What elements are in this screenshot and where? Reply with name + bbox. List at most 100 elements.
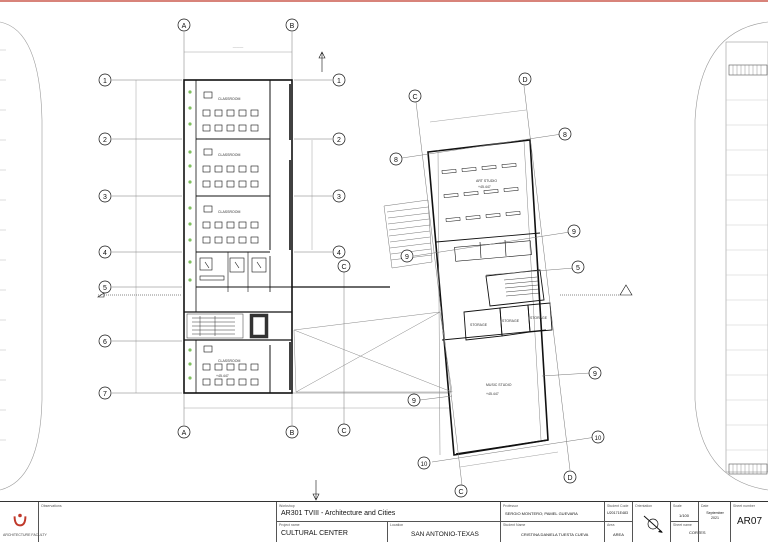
section-arrow-bottom	[312, 480, 320, 501]
location-value: SAN ANTONIO-TEXAS	[411, 531, 479, 538]
section-arrow-top	[318, 51, 326, 72]
project-value: CULTURAL CENTER	[281, 530, 348, 537]
room-label: STORAGE	[502, 319, 520, 323]
desk-rows	[202, 91, 259, 386]
code-label: Student Code	[607, 504, 629, 508]
right-frame-curve	[694, 21, 768, 491]
date-cell: Date September 2021	[698, 502, 730, 542]
grid-label: 9	[593, 371, 597, 378]
right-frame-panel	[725, 41, 768, 473]
professor-label: Professor	[503, 504, 518, 508]
rotated-grid-lines	[401, 85, 597, 486]
grid-label: 5	[103, 285, 107, 292]
grid-label: 9	[412, 398, 416, 405]
title-block: ARCHITECTURE FACULTY Observations Worksh…	[0, 501, 768, 542]
orientation-cell: Orientation	[632, 502, 670, 542]
classroom-block	[183, 79, 390, 394]
workshop-cell: Workshop AR301 TVIII - Architecture and …	[276, 502, 500, 542]
faculty-label: ARCHITECTURE FACULTY	[3, 533, 47, 537]
level-mark: +45.447	[216, 374, 229, 378]
date-label: Date	[701, 504, 709, 508]
grid-lines	[112, 32, 455, 425]
workshop-value: AR301 TVIII - Architecture and Cities	[281, 510, 396, 517]
rotated-wing	[427, 139, 553, 456]
left-frame-ticks	[0, 49, 6, 441]
observations-label: Observations	[41, 504, 62, 508]
professor-cell: Professor SERGIO MONTERO; PAMEL GUEVARA …	[500, 502, 604, 542]
student-value: CRISTINA DANIELA TUESTA CUEVA	[521, 532, 589, 537]
grid-bubbles	[98, 18, 605, 498]
room-label: STORAGE	[530, 316, 548, 320]
grid-label: 2	[103, 137, 107, 144]
sheet-name-label: Sheet name	[673, 523, 692, 527]
left-frame-curve	[0, 21, 43, 491]
grid-label: D	[522, 77, 527, 84]
grid-label: 10	[595, 436, 602, 442]
area-label: Area	[607, 523, 615, 527]
project-label: Project name	[279, 523, 300, 527]
grid-label: 4	[103, 250, 107, 257]
grid-label: 2	[337, 137, 341, 144]
stair-left	[186, 313, 269, 339]
logo-cell: ARCHITECTURE FACULTY	[0, 502, 47, 542]
scale-label: Scale	[673, 504, 682, 508]
sheet-number-cell: Sheet number AR07	[730, 502, 768, 542]
grid-label: C	[458, 489, 463, 496]
university-logo-icon	[13, 513, 27, 527]
observations-cell: Observations	[38, 502, 276, 542]
grid-label: 9	[572, 229, 576, 236]
right-frame-rows	[726, 99, 768, 451]
svg-text:———: ———	[233, 45, 244, 49]
grid-label: 5	[576, 265, 580, 272]
grid-label: B	[290, 430, 295, 437]
room-labels: CLASSROOM CLASSROOM CLASSROOM CLASSROOM …	[216, 97, 548, 396]
room-label: MUSIC STUDIO	[486, 383, 512, 387]
level-mark: +45.447	[486, 392, 499, 396]
grid-label: 1	[103, 78, 107, 85]
room-label: CLASSROOM	[218, 359, 240, 363]
grid-label: 1	[337, 78, 341, 85]
grid-label: 6	[103, 339, 107, 346]
room-label: STORAGE	[470, 323, 488, 327]
grid-label: B	[290, 23, 295, 30]
room-label: CLASSROOM	[218, 97, 240, 101]
grid-label: 10	[421, 462, 428, 468]
date-value: September 2021	[706, 511, 724, 520]
scale-value: 1/100	[679, 513, 690, 518]
room-label: CLASSROOM	[218, 210, 240, 214]
room-label: ART STUDIO	[476, 179, 497, 183]
sheet-number-label: Sheet number	[733, 504, 755, 508]
grid-label: C	[412, 94, 417, 101]
column-markers	[188, 90, 192, 380]
north-arrow-icon	[643, 515, 663, 533]
orientation-label: Orientation	[635, 504, 653, 508]
grid-label: 3	[337, 194, 341, 201]
grid-label: 4	[337, 250, 341, 257]
code-cell: Student Code U20171E483 Area AREA	[604, 502, 632, 542]
grid-label: 7	[103, 391, 107, 398]
grid-label: 3	[103, 194, 107, 201]
grid-label: C	[341, 428, 346, 435]
scale-cell: Scale 1/100 Sheet name CORTES	[670, 502, 706, 542]
professor-value: SERGIO MONTERO; PAMEL GUEVARA	[505, 511, 578, 516]
grid-label: 8	[563, 132, 567, 139]
grid-label: C	[341, 264, 346, 271]
location-label: Location	[390, 523, 404, 527]
grid-label: D	[567, 475, 572, 482]
sheet-number-value: AR07	[737, 516, 763, 527]
grid-label: A	[182, 430, 187, 437]
floor-plan: ———	[0, 0, 768, 501]
workshop-label: Workshop	[279, 504, 295, 508]
grid-label: 8	[394, 157, 398, 164]
code-value: U20171E483	[607, 511, 628, 515]
sheet-name-value: CORTES	[689, 530, 706, 535]
connection-void	[293, 311, 453, 393]
grid-bubble-labels: A B 1 2 3 4 5 6 7 1 2 3 4 C A B C C D 8 …	[103, 23, 602, 496]
level-mark: +45.447	[478, 185, 491, 189]
restroom-fixtures	[199, 257, 267, 281]
grid-label: 9	[405, 254, 409, 261]
student-label: Student Name	[503, 523, 526, 527]
grid-label: A	[182, 23, 187, 30]
area-value: AREA	[613, 532, 624, 537]
room-label: CLASSROOM	[218, 153, 240, 157]
